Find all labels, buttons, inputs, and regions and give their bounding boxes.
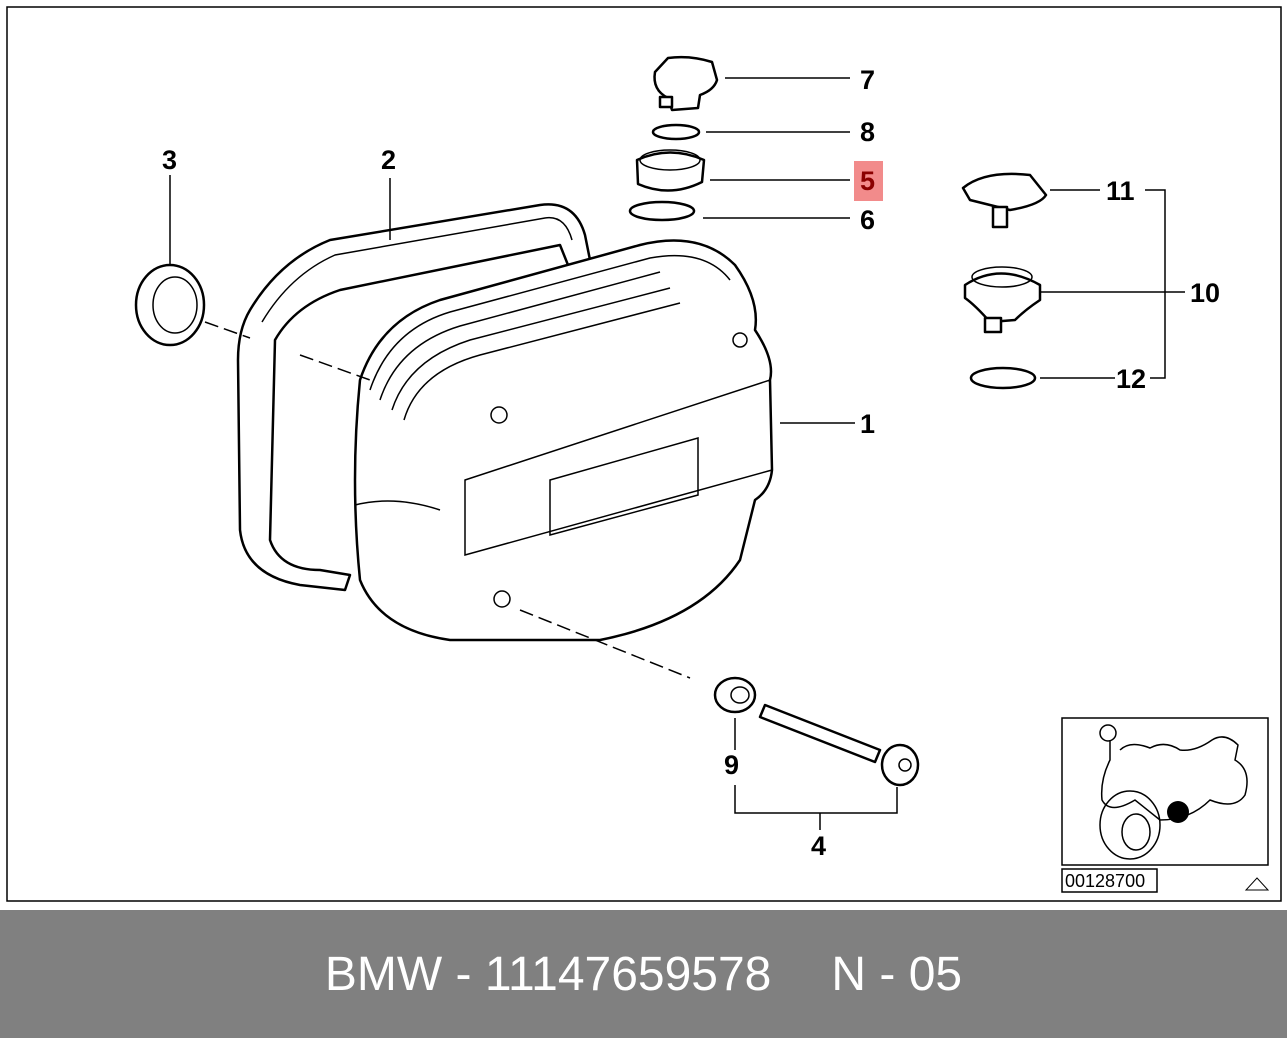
diagram-position: N - 05	[831, 947, 963, 1001]
part-number-banner: BMW - 11147659578 N - 05	[0, 910, 1287, 1038]
callout-3: 3	[162, 145, 177, 175]
parts-diagram: 1 2 3 4 5 6 7 8 9 10 11 12 00128700	[6, 6, 1282, 902]
callout-2: 2	[381, 145, 396, 175]
brand-part-number: BMW - 11147659578	[324, 947, 772, 1001]
callout-6: 6	[860, 205, 875, 235]
callout-1: 1	[860, 409, 875, 439]
callout-9: 9	[724, 750, 739, 780]
diagram-frame	[6, 6, 1282, 902]
motorcycle-inset: 00128700	[1061, 717, 1270, 893]
inset-code: 00128700	[1065, 871, 1145, 891]
part-oil-filler-cap	[653, 55, 719, 112]
part-o-ring-6	[628, 200, 696, 222]
part-seal-ring	[134, 263, 206, 347]
callout-7: 7	[860, 65, 875, 95]
part-filler-neck-10	[963, 266, 1042, 334]
part-o-ring-12	[969, 366, 1037, 390]
part-rubber-grommet	[713, 676, 757, 714]
callout-8: 8	[860, 117, 875, 147]
callout-5[interactable]: 5	[860, 166, 875, 196]
callout-12: 12	[1116, 364, 1146, 394]
part-o-ring-8	[651, 123, 701, 141]
part-gasket	[236, 203, 592, 592]
callout-10: 10	[1190, 278, 1220, 308]
part-screw	[758, 703, 920, 787]
part-cap-11	[961, 172, 1048, 229]
callout-11: 11	[1106, 176, 1135, 206]
callout-highlight	[854, 161, 883, 201]
callout-4: 4	[811, 831, 826, 861]
part-valve-cover	[353, 239, 774, 642]
leader-lines	[169, 77, 1185, 830]
warning-triangle-icon	[1244, 877, 1270, 891]
part-filler-neck	[635, 149, 706, 192]
